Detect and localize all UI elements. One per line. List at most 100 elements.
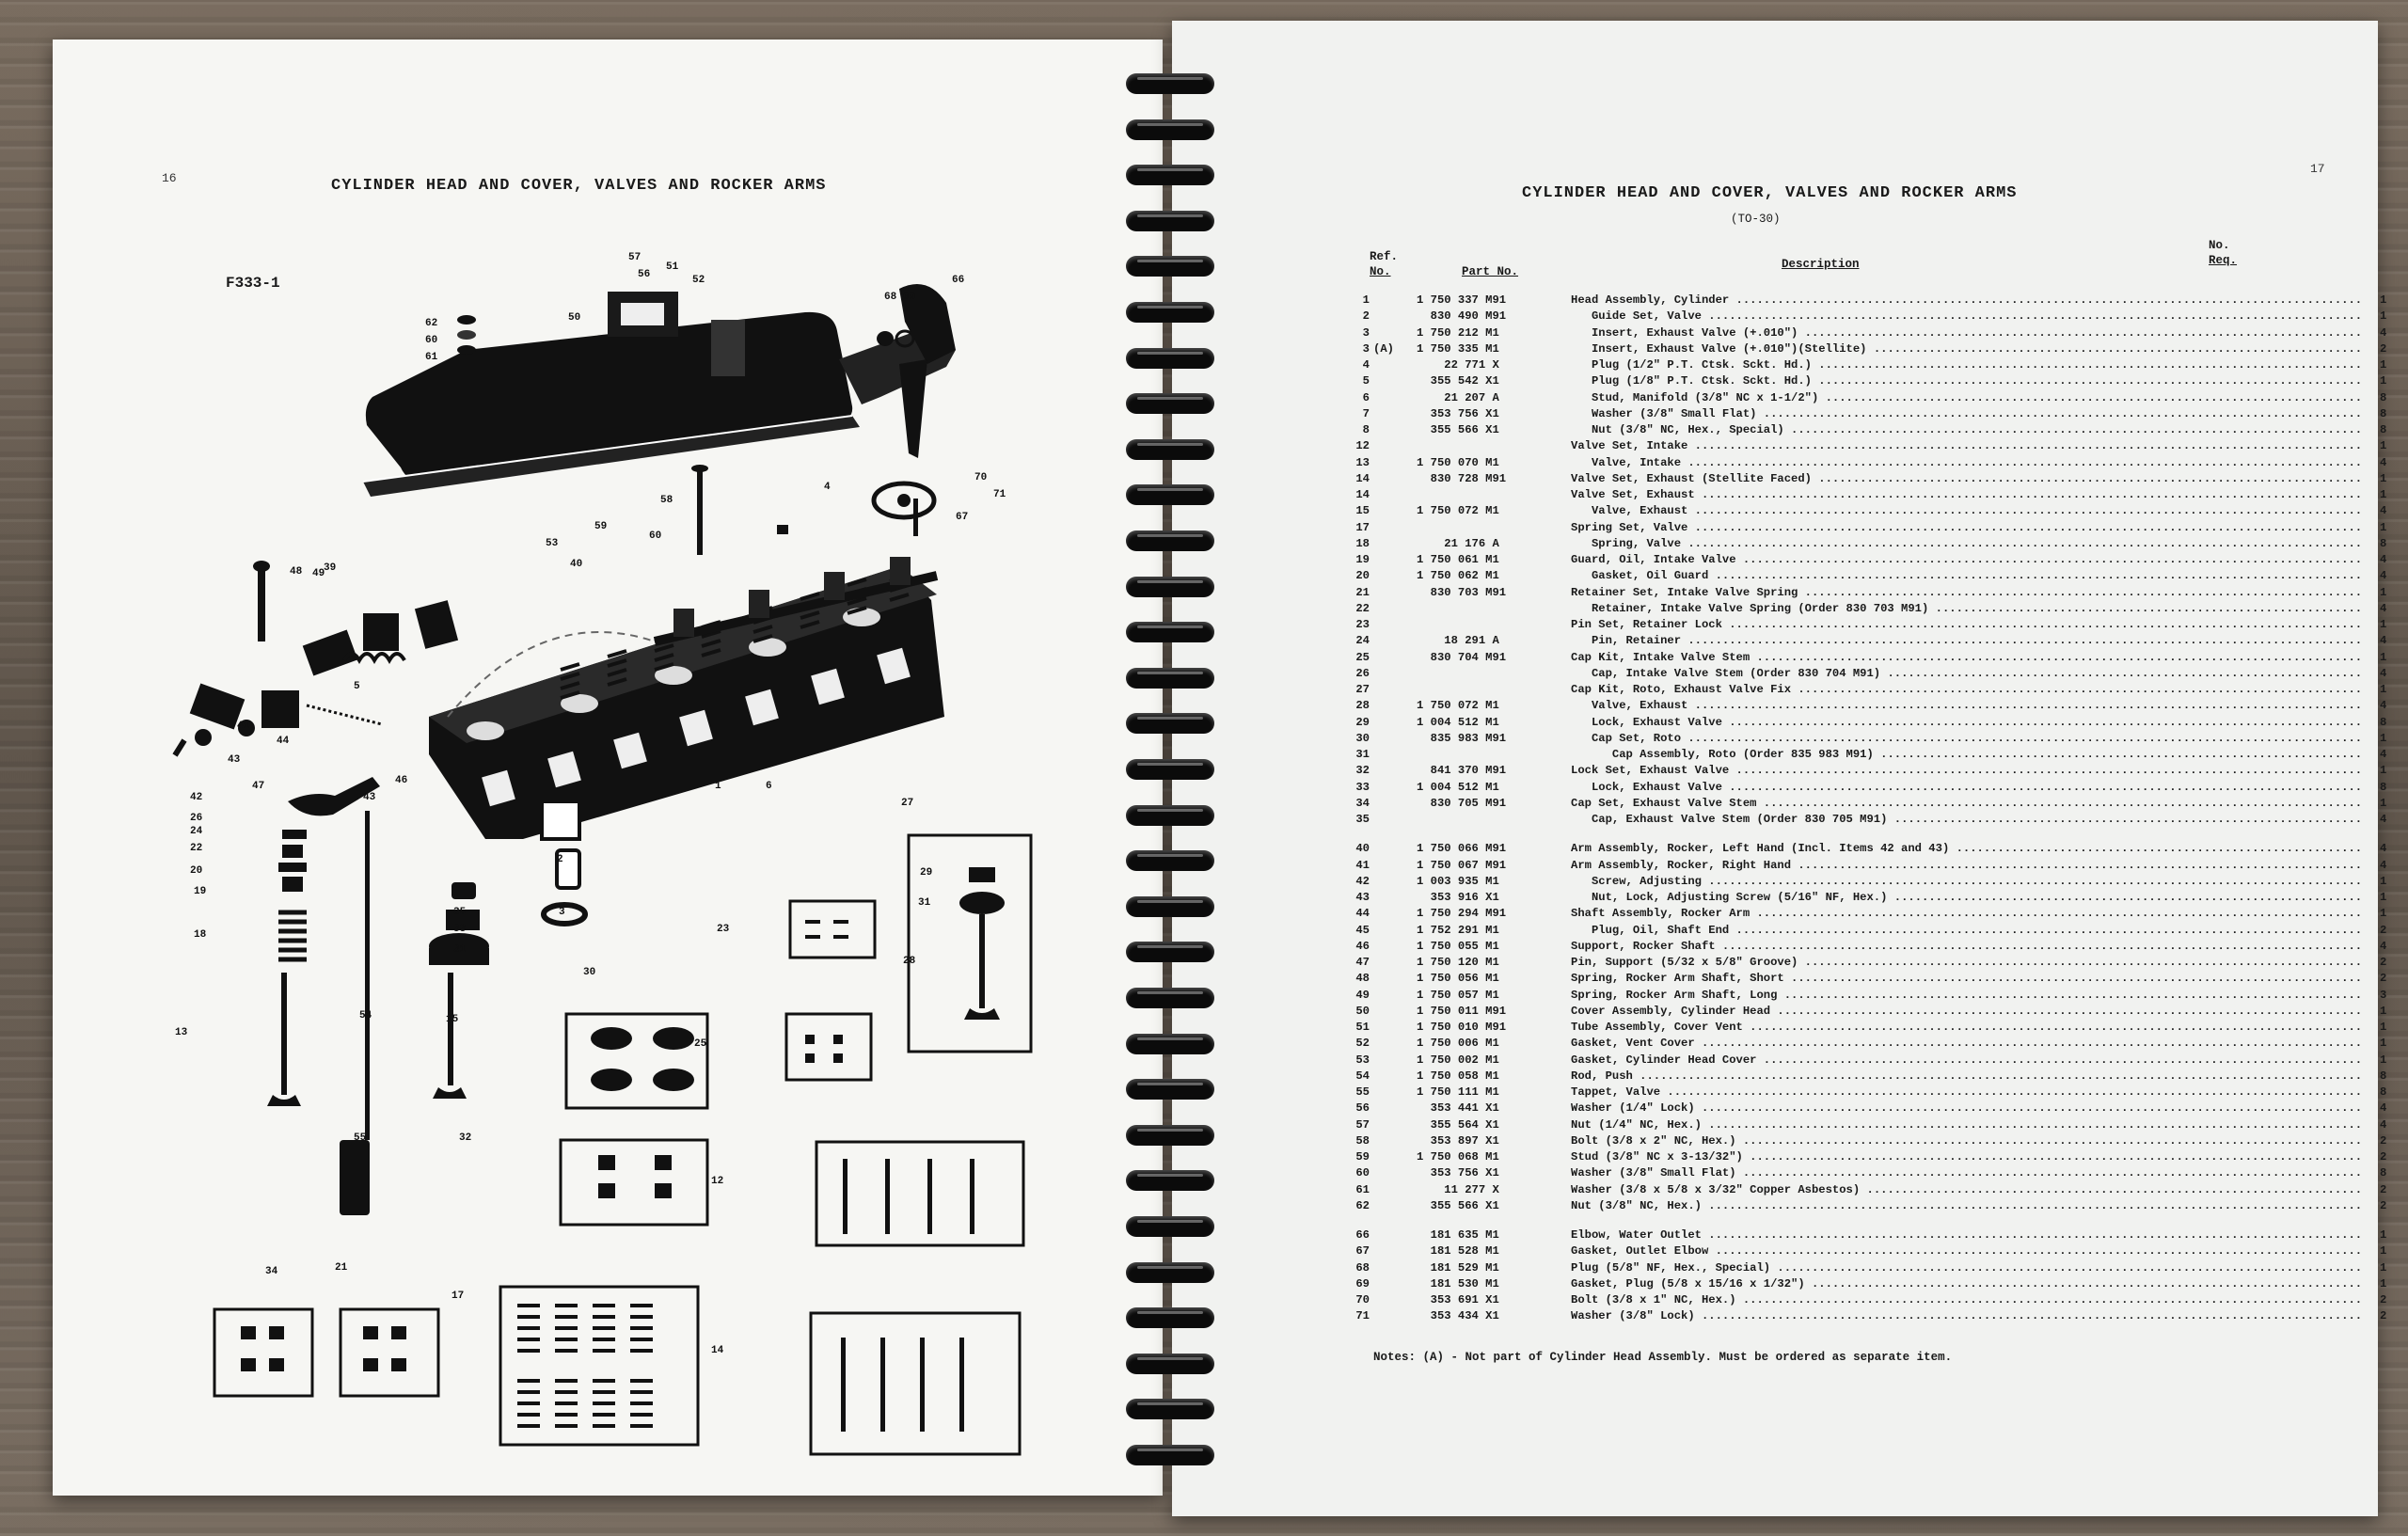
table-row: 18 21 176 A Spring, Valve8 xyxy=(1326,537,2408,553)
description-cell: Rod, Push xyxy=(1571,1069,2361,1083)
ref-cell: 70 xyxy=(1355,1293,1370,1306)
ref-cell: 53 xyxy=(1355,1053,1370,1067)
table-row xyxy=(1326,1215,2408,1228)
binding-ring xyxy=(1126,256,1214,277)
binding-ring xyxy=(1126,165,1214,186)
ref-cell: 57 xyxy=(1355,1117,1370,1132)
description-cell: Gasket, Plug (5/8 x 15/16 x 1/32") xyxy=(1571,1277,2361,1291)
callout-number: 60 xyxy=(425,335,438,346)
callout-number: 66 xyxy=(952,275,965,286)
binding-ring xyxy=(1126,1216,1214,1237)
ref-cell: 59 xyxy=(1355,1150,1370,1164)
quantity-cell: 1 xyxy=(2380,907,2387,921)
quantity-cell: 2 xyxy=(2380,972,2387,986)
binding-ring xyxy=(1126,1399,1214,1420)
ref-cell: 43 xyxy=(1355,891,1370,904)
description-cell: Washer (3/8 x 5/8 x 3/32" Copper Asbesto… xyxy=(1571,1183,2361,1196)
ref-cell: 56 xyxy=(1355,1101,1370,1116)
description-cell: Insert, Exhaust Valve (+.010")(Stellite) xyxy=(1571,342,2361,356)
callout-number: 31 xyxy=(918,897,931,909)
ref-cell: 19 xyxy=(1355,553,1370,566)
quantity-cell: 1 xyxy=(2380,585,2387,599)
table-row: 26 Cap, Intake Valve Stem (Order 830 704… xyxy=(1326,667,2408,683)
quantity-cell: 1 xyxy=(2380,439,2387,453)
ref-cell: 7 xyxy=(1362,406,1370,420)
callout-number: 39 xyxy=(324,562,337,574)
part-number-cell: 11 277 X xyxy=(1417,1182,1499,1196)
description-cell: Nut, Lock, Adjusting Screw (5/16" NF, He… xyxy=(1571,891,2361,904)
quantity-cell: 1 xyxy=(2380,618,2387,631)
quantity-cell: 4 xyxy=(2380,748,2387,761)
valve-spring-set xyxy=(517,1304,653,1428)
quantity-cell: 1 xyxy=(2380,1260,2387,1275)
quantity-cell: 4 xyxy=(2380,858,2387,872)
part-number-cell: 830 728 M91 xyxy=(1417,471,1507,485)
ref-cell: 3 xyxy=(1362,341,1370,356)
quantity-cell: 1 xyxy=(2380,796,2387,810)
ref-cell: 44 xyxy=(1355,907,1370,921)
description-cell: Spring Set, Valve xyxy=(1571,521,2361,534)
ref-cell: 51 xyxy=(1355,1021,1370,1034)
ref-cell: 8 xyxy=(1362,423,1370,436)
ref-cell: 50 xyxy=(1355,1004,1370,1018)
right-page: 17 CYLINDER HEAD AND COVER, VALVES AND R… xyxy=(1172,21,2386,1516)
binding-ring xyxy=(1126,1124,1214,1146)
description-cell: Support, Rocker Shaft xyxy=(1571,940,2361,953)
description-cell: Lock Set, Exhaust Valve xyxy=(1571,764,2361,777)
table-row: 8 355 566 X1 Nut (3/8" NC, Hex., Special… xyxy=(1326,423,2408,439)
callout-number: 58 xyxy=(660,495,673,506)
binding-ring xyxy=(1126,804,1214,826)
right-page-title: CYLINDER HEAD AND COVER, VALVES AND ROCK… xyxy=(1522,184,2018,202)
description-cell: Plug, Oil, Shaft End xyxy=(1571,924,2361,937)
cylinder-head-cover xyxy=(362,292,860,497)
callout-number: 47 xyxy=(252,781,265,792)
quantity-cell: 8 xyxy=(2380,1069,2387,1083)
header-description: Description xyxy=(1782,258,1860,271)
quantity-cell: 8 xyxy=(2380,406,2387,420)
quantity-cell: 1 xyxy=(2380,520,2387,534)
description-cell: Valve Set, Exhaust xyxy=(1571,488,2361,501)
callout-number: 32 xyxy=(459,1132,472,1144)
quantity-cell: 3 xyxy=(2380,988,2387,1002)
callout-number: 6 xyxy=(766,781,772,792)
quantity-cell: 1 xyxy=(2380,1021,2387,1034)
right-page-number: 17 xyxy=(2310,162,2325,176)
description-cell: Bolt (3/8 x 2" NC, Hex.) xyxy=(1571,1134,2361,1148)
callout-number: 62 xyxy=(425,318,438,329)
callout-number: 24 xyxy=(190,826,203,837)
callout-number: 28 xyxy=(903,956,916,967)
part-number-cell: 1 750 120 M1 xyxy=(1417,956,1499,969)
ref-cell: 25 xyxy=(1355,650,1370,664)
description-cell: Retainer, Intake Valve Spring (Order 830… xyxy=(1571,602,2361,615)
ref-cell: 5 xyxy=(1362,374,1370,388)
ref-cell: 48 xyxy=(1355,972,1370,986)
ref-cell: 13 xyxy=(1355,455,1370,469)
quantity-cell: 4 xyxy=(2380,504,2387,518)
part-number-cell: 355 566 X1 xyxy=(1417,423,1499,436)
description-cell: Cover Assembly, Cylinder Head xyxy=(1571,1005,2361,1018)
quantity-cell: 4 xyxy=(2380,842,2387,856)
part-number-cell: 830 490 M91 xyxy=(1417,309,1507,324)
left-page: 16 CYLINDER HEAD AND COVER, VALVES AND R… xyxy=(53,40,1163,1496)
ref-cell: 3 xyxy=(1362,325,1370,340)
rocker-arm-components xyxy=(172,561,459,757)
quantity-cell: 4 xyxy=(2380,1101,2387,1116)
note-cell: (A) xyxy=(1373,341,1394,356)
table-row: 30 835 983 M91 Cap Set, Roto1 xyxy=(1326,732,2408,748)
header-ref: Ref. xyxy=(1370,250,1399,263)
binding-ring xyxy=(1126,438,1214,460)
ref-cell: 71 xyxy=(1355,1309,1370,1323)
quantity-cell: 1 xyxy=(2380,1004,2387,1018)
description-cell: Tube Assembly, Cover Vent xyxy=(1571,1021,2361,1034)
quantity-cell: 4 xyxy=(2380,455,2387,469)
